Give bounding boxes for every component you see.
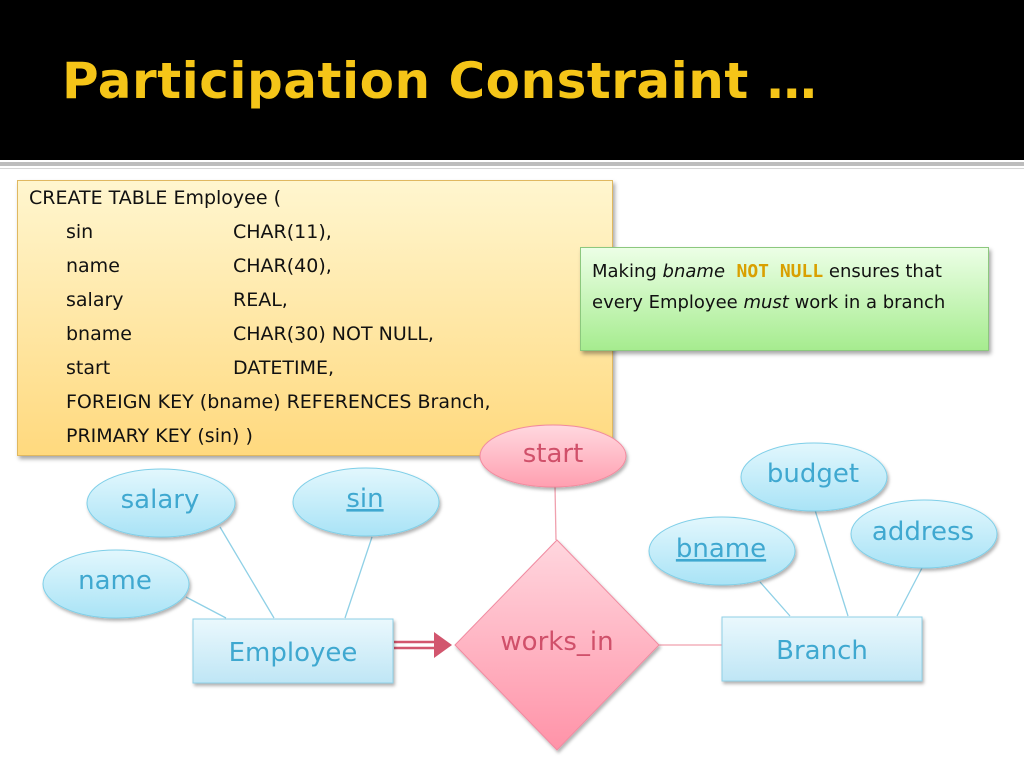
title-bar: Participation Constraint … bbox=[0, 0, 1024, 160]
sql-col-name: name bbox=[66, 255, 120, 277]
attribute-salary: salary bbox=[86, 468, 236, 538]
title-divider bbox=[0, 162, 1024, 166]
note-text: ensures that every Employee bbox=[592, 261, 942, 313]
entity-branch: Branch bbox=[721, 616, 923, 682]
attribute-label: budget bbox=[767, 459, 859, 489]
attribute-budget: budget bbox=[740, 442, 888, 512]
attribute-sin: sin bbox=[292, 467, 440, 537]
attribute-address: address bbox=[850, 499, 998, 569]
attribute-label: address bbox=[872, 517, 974, 547]
start-connector bbox=[554, 485, 557, 541]
note-attr: bname bbox=[662, 261, 726, 282]
attribute-label: name bbox=[78, 566, 152, 596]
entity-label: Branch bbox=[776, 636, 868, 666]
note-text: work in a branch bbox=[788, 292, 946, 313]
slide-title: Participation Constraint … bbox=[62, 52, 818, 110]
note-text: Making bbox=[592, 261, 663, 282]
sql-col-type: REAL, bbox=[233, 289, 288, 311]
relationship-works-in: works_in bbox=[454, 539, 660, 751]
key-attribute-label: sin bbox=[346, 484, 383, 514]
title-divider-thin bbox=[0, 168, 1024, 169]
sql-primary-key-line: PRIMARY KEY (sin) ) bbox=[66, 425, 253, 447]
connector-lines bbox=[185, 509, 923, 619]
sql-col-type: CHAR(30) NOT NULL, bbox=[233, 323, 434, 345]
relationship-label: works_in bbox=[500, 627, 613, 657]
sql-code-box: CREATE TABLE Employee ( sin CHAR(11), na… bbox=[17, 180, 613, 456]
sql-col-type: CHAR(11), bbox=[233, 221, 332, 243]
attribute-label: salary bbox=[121, 485, 200, 515]
attribute-label: start bbox=[523, 439, 584, 469]
sql-col-name: salary bbox=[66, 289, 124, 311]
attribute-bname: bname bbox=[648, 516, 796, 586]
key-attribute-label: bname bbox=[676, 534, 766, 564]
attribute-start: start bbox=[479, 424, 627, 488]
note-callout: Making bname NOT NULL ensures that every… bbox=[580, 247, 989, 351]
sql-col-name: sin bbox=[66, 221, 94, 243]
sql-col-name: start bbox=[66, 357, 111, 379]
entity-employee: Employee bbox=[192, 618, 394, 684]
sql-foreign-key-line: FOREIGN KEY (bname) REFERENCES Branch, bbox=[66, 391, 491, 413]
note-keyword: NOT NULL bbox=[736, 261, 824, 282]
sql-col-name: bname bbox=[66, 323, 132, 345]
sql-create-line: CREATE TABLE Employee ( bbox=[29, 187, 281, 209]
attribute-name: name bbox=[42, 549, 190, 619]
entity-label: Employee bbox=[229, 638, 358, 668]
note-emphasis: must bbox=[743, 292, 789, 313]
sql-col-type: DATETIME, bbox=[233, 357, 335, 379]
participation-arrow bbox=[394, 632, 452, 658]
sql-col-type: CHAR(40), bbox=[233, 255, 332, 277]
